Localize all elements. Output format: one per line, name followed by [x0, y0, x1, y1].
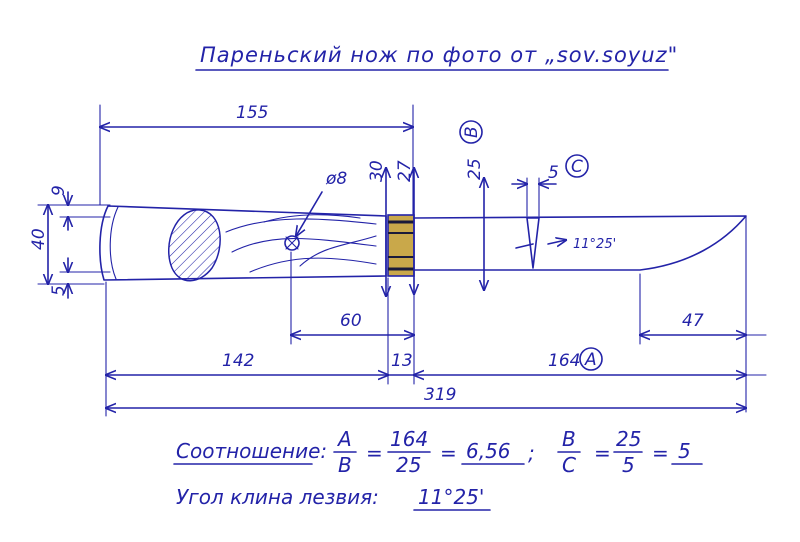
eq-2: = — [440, 441, 457, 465]
dim-5-tip: 5 — [548, 163, 559, 183]
rivet-leader — [296, 191, 323, 236]
eq-1: = — [366, 441, 383, 465]
ratio-label: Соотношение: — [176, 439, 327, 463]
label-B-circle — [459, 120, 483, 144]
dim-60: 60 — [340, 311, 362, 331]
label-C-circle — [565, 154, 589, 178]
rivet-hole — [284, 235, 300, 251]
frac-A-den: B — [338, 453, 352, 477]
dim-27: 27 — [395, 160, 415, 182]
blade-angle-note: Угол клина лезвия: 11°25' — [176, 485, 491, 511]
handle-butt-cap — [109, 206, 119, 280]
eq-3: = — [594, 441, 611, 465]
dim-164: 164 — [548, 351, 580, 371]
wood-grain — [225, 214, 377, 273]
blade — [413, 215, 747, 271]
value-5: 5 — [678, 439, 691, 463]
knife — [99, 205, 747, 282]
label-A: A — [584, 350, 597, 370]
label-A-circle — [579, 347, 603, 371]
frac-164-den: 25 — [396, 453, 421, 477]
eq-4: = — [652, 441, 669, 465]
bolster — [387, 214, 415, 277]
dim-155: 155 — [236, 103, 268, 123]
frac-A-num: A — [336, 427, 352, 451]
frac-25-den: 5 — [622, 453, 635, 477]
dim-9: 9 — [49, 185, 69, 196]
dim-319: 319 — [424, 385, 456, 405]
value-6-56: 6,56 — [466, 439, 511, 463]
rivet-cross — [285, 236, 299, 250]
dim-5-left: 5 — [49, 285, 69, 296]
handle-hatched-area — [168, 209, 221, 282]
dim-25: 25 — [465, 158, 485, 180]
dim-40: 40 — [29, 228, 49, 250]
drawing-title: Пареньский нож по фото от „sov.soyuz" — [200, 43, 678, 67]
wedge-section — [526, 217, 540, 269]
label-C: C — [571, 157, 583, 177]
frac-25-num: 25 — [616, 427, 641, 451]
frac-B-num: B — [562, 427, 576, 451]
dimension-labels: 155 142 13 164 A 319 60 47 11°25' ø8 5 C… — [29, 103, 704, 405]
dim-13: 13 — [391, 351, 413, 371]
dim-30: 30 — [367, 160, 387, 182]
frac-164-num: 164 — [390, 427, 428, 451]
dimension-lines — [37, 104, 767, 417]
separator: ; — [528, 441, 535, 465]
knife-handle — [99, 205, 387, 281]
dim-angle: 11°25' — [573, 237, 616, 252]
angle-label: Угол клина лезвия: — [176, 485, 379, 509]
dim-142: 142 — [222, 351, 254, 371]
ratio-formula: Соотношение: A B = 164 25 = 6,56 ; B C =… — [173, 427, 703, 477]
frac-B-den: C — [562, 453, 576, 477]
angle-leader — [515, 240, 566, 248]
dim-phi8: ø8 — [325, 169, 347, 189]
angle-value: 11°25' — [418, 485, 484, 509]
label-B: B — [462, 126, 482, 138]
dim-47: 47 — [682, 311, 704, 331]
